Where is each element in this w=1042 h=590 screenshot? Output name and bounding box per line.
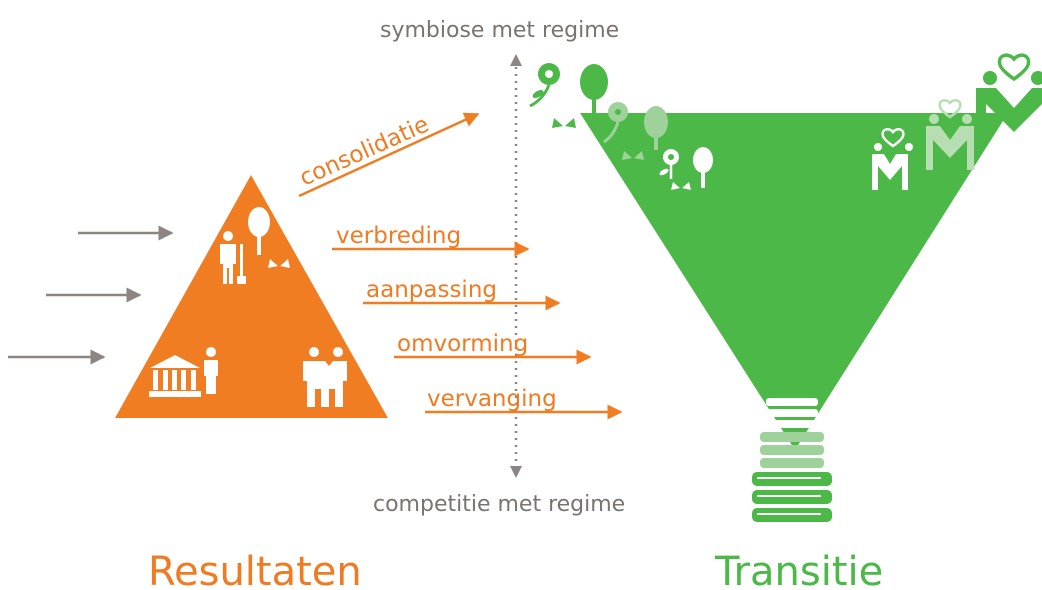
aanpassing-label: aanpassing xyxy=(366,277,497,303)
couple-heart-icon xyxy=(872,127,913,190)
butterfly-icon xyxy=(268,259,290,268)
omvorming-label: omvorming xyxy=(397,331,528,357)
axis-top-label: symbiose met regime xyxy=(380,18,619,43)
transition-title: Transitie xyxy=(714,549,883,590)
flower-icon xyxy=(529,63,560,108)
person-icon xyxy=(204,347,218,394)
books-icon xyxy=(752,398,832,522)
couple-heart-icon xyxy=(976,53,1042,144)
butterfly-icon xyxy=(622,151,644,160)
axis-arrow-down xyxy=(510,466,522,478)
flower-icon xyxy=(659,149,679,179)
axis-arrow-up xyxy=(510,54,522,66)
couple-heart-icon xyxy=(926,98,974,170)
gardener-icon xyxy=(220,231,246,284)
flower-icon xyxy=(603,102,628,144)
vervanging-label: vervanging xyxy=(427,386,557,412)
institution-icon xyxy=(149,355,201,397)
axis-bottom-label: competitie met regime xyxy=(373,492,625,517)
butterfly-icon xyxy=(552,118,576,128)
tree-icon xyxy=(693,147,713,188)
consolidatie-arrow xyxy=(298,112,480,198)
results-title: Resultaten xyxy=(148,549,362,590)
couple-icon xyxy=(303,347,347,407)
transition-funnel xyxy=(580,113,1008,450)
tree-icon xyxy=(644,106,668,150)
tree-icon xyxy=(248,207,270,255)
butterfly-icon xyxy=(671,182,691,190)
consolidatie-label: consolidatie xyxy=(296,111,433,191)
results-triangle xyxy=(115,175,388,418)
tree-icon xyxy=(580,64,608,114)
verbreding-label: verbreding xyxy=(336,223,461,249)
